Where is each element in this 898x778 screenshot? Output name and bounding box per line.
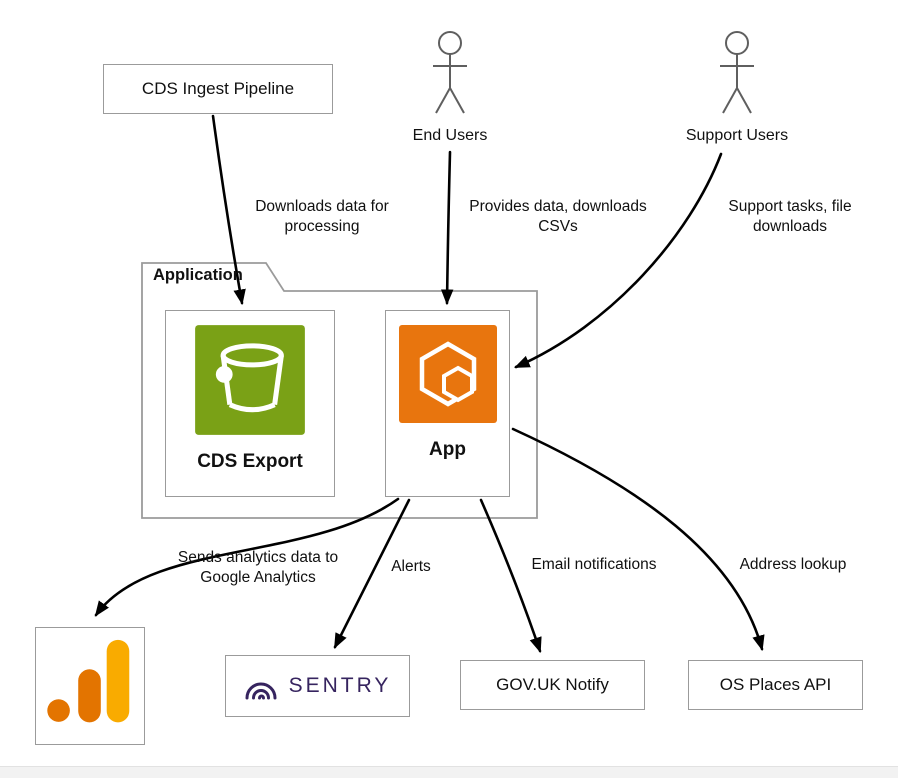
edge-support-users-to-app — [514, 152, 723, 369]
google-analytics-icon — [47, 639, 130, 723]
edge-label-support-tasks: Support tasks, file downloads — [728, 198, 852, 236]
ecs-container-icon — [398, 325, 497, 423]
edge-label-address-lookup: Address lookup — [739, 556, 847, 573]
app-label: App — [429, 439, 466, 460]
edge-label-downloads-data: Downloads data for processing — [255, 198, 389, 236]
govuk-notify-label: GOV.UK Notify — [496, 675, 609, 694]
os-places-api-label: OS Places API — [719, 675, 832, 694]
end-users-label: End Users — [412, 127, 488, 144]
support-users-actor-icon — [720, 31, 754, 114]
node-cds-export: CDS Export — [165, 310, 335, 497]
cds-ingest-pipeline-label: CDS Ingest Pipeline — [141, 79, 295, 98]
node-sentry: SENTRY — [225, 655, 410, 717]
edge-label-email-notifications: Email notifications — [531, 556, 657, 573]
edge-app-to-os-places — [511, 427, 765, 652]
node-govuk-notify: GOV.UK Notify — [460, 660, 645, 710]
edge-label-alerts: Alerts — [391, 558, 431, 575]
node-google-analytics — [35, 627, 145, 745]
node-cds-ingest-pipeline: CDS Ingest Pipeline — [103, 64, 333, 114]
support-users-label: Support Users — [685, 127, 789, 144]
cds-export-label: CDS Export — [197, 451, 303, 472]
node-app: App — [385, 310, 510, 497]
edge-label-sends-analytics: Sends analytics data to Google Analytics — [177, 549, 339, 587]
sentry-wordmark: SENTRY — [288, 674, 392, 697]
node-os-places-api: OS Places API — [688, 660, 863, 710]
application-container-label: Application — [153, 266, 243, 284]
sentry-logo-icon — [245, 682, 277, 700]
s3-bucket-icon — [195, 325, 305, 435]
edge-end-users-to-app — [440, 150, 454, 306]
end-users-actor-icon — [433, 31, 467, 114]
edge-label-provides-data: Provides data, downloads CSVs — [469, 198, 647, 236]
bottom-strip — [0, 766, 898, 778]
edge-app-to-notify — [479, 498, 542, 653]
